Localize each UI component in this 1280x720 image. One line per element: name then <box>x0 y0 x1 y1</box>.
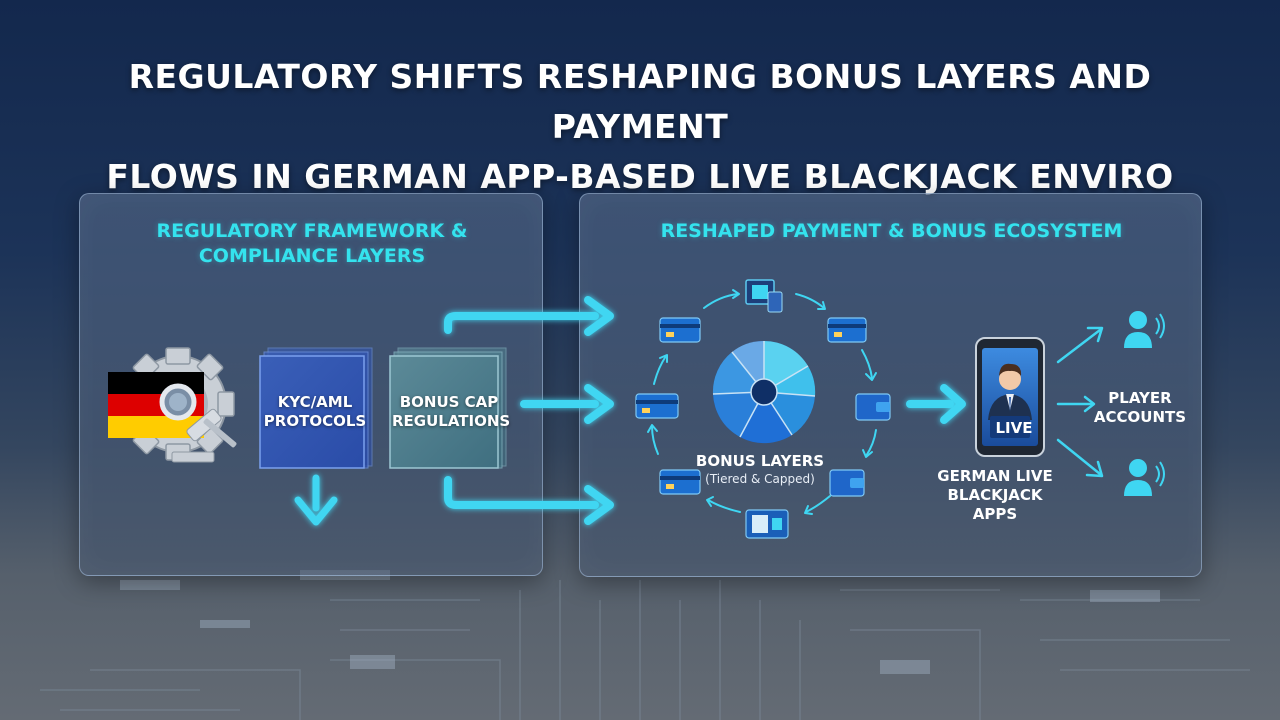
page-title: REGULATORY SHIFTS RESHAPING BONUS LAYERS… <box>40 52 1240 202</box>
bonus-layers-title: BONUS LAYERS <box>695 452 825 470</box>
apps-line-1: GERMAN LIVE <box>937 467 1053 485</box>
title-line-1: REGULATORY SHIFTS RESHAPING BONUS LAYERS… <box>128 57 1152 146</box>
bonus-layers-subtitle: (Tiered & Capped) <box>705 472 815 486</box>
live-badge: LIVE <box>995 419 1033 437</box>
bonus-cap-line-2: REGULATIONS <box>392 412 511 430</box>
bonus-cap-label: BONUS CAP REGULATIONS <box>392 393 511 431</box>
heading-line-2: COMPLIANCE LAYERS <box>198 245 426 267</box>
player-line-1: PLAYER <box>1108 389 1172 407</box>
kyc-line-2: PROTOCOLS <box>263 412 367 430</box>
kyc-aml-label: KYC/AML PROTOCOLS <box>262 393 368 431</box>
title-line-2: FLOWS IN GERMAN APP-BASED LIVE BLACKJACK… <box>106 157 1174 196</box>
ecosystem-heading: RESHAPED PAYMENT & BONUS ECOSYSTEM <box>660 220 1123 242</box>
apps-line-2: BLACKJACK APPS <box>947 486 1043 523</box>
german-live-blackjack-apps-label: GERMAN LIVE BLACKJACK APPS <box>925 467 1065 524</box>
payment-bonus-ecosystem-panel: RESHAPED PAYMENT & BONUS ECOSYSTEM <box>579 193 1202 577</box>
player-line-2: ACCOUNTS <box>1093 408 1187 426</box>
regulatory-framework-panel: REGULATORY FRAMEWORK & COMPLIANCE LAYERS <box>79 193 543 576</box>
heading-line-1: REGULATORY FRAMEWORK & <box>156 220 468 242</box>
circuit-background <box>40 570 1250 720</box>
regulatory-framework-heading: REGULATORY FRAMEWORK & COMPLIANCE LAYERS <box>80 219 544 269</box>
bonus-cap-line-1: BONUS CAP <box>399 393 499 411</box>
kyc-line-1: KYC/AML <box>277 393 353 411</box>
player-accounts-label: PLAYER ACCOUNTS <box>1085 389 1195 427</box>
